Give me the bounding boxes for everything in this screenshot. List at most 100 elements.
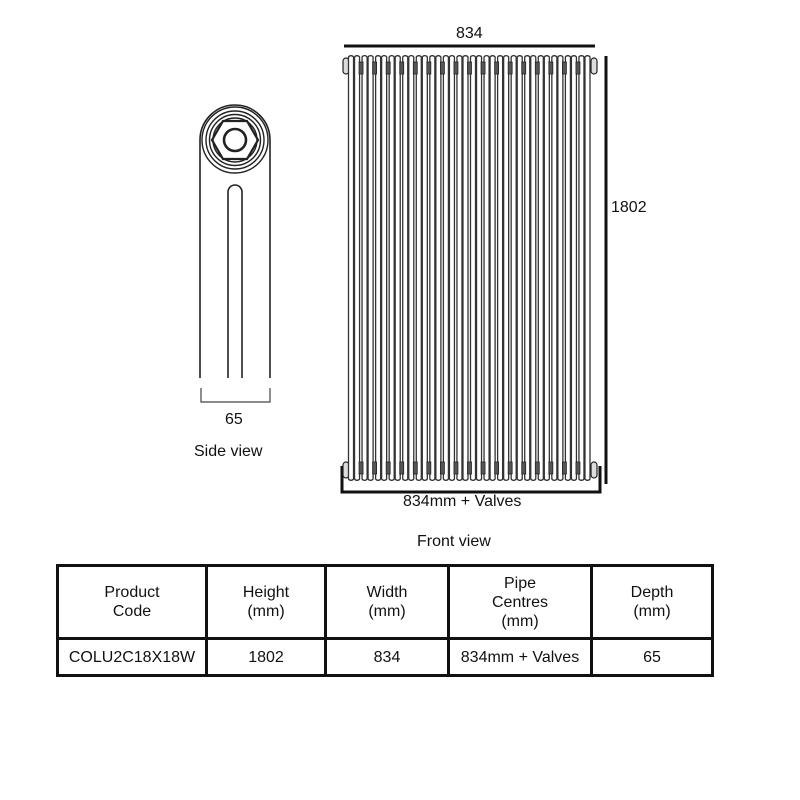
header-text: Height bbox=[242, 584, 290, 601]
header-text: Product bbox=[104, 584, 160, 601]
section-connector bbox=[575, 61, 581, 75]
section-connector bbox=[467, 461, 472, 475]
radiator-column bbox=[347, 55, 355, 481]
header-text: Centres bbox=[491, 593, 549, 611]
header-text: (mm) bbox=[247, 603, 285, 620]
radiator-column bbox=[483, 55, 490, 481]
radiator-column bbox=[570, 55, 578, 481]
spec-table: Product Code Height (mm) Width (mm) Pipe… bbox=[56, 564, 714, 677]
radiator-column bbox=[564, 55, 572, 481]
header-text: Depth bbox=[630, 584, 674, 601]
section-connector bbox=[561, 461, 567, 475]
cell-width: 834 bbox=[324, 637, 450, 677]
section-connector bbox=[575, 461, 581, 475]
section-connector bbox=[439, 461, 445, 475]
radiator-column bbox=[530, 55, 537, 481]
section-connector bbox=[561, 61, 567, 75]
section-connector bbox=[548, 461, 554, 475]
radiator-column bbox=[516, 55, 523, 481]
cell-height: 1802 bbox=[205, 637, 327, 677]
radiator-column bbox=[421, 55, 428, 481]
front-view-height-label: 1802 bbox=[611, 199, 647, 216]
section-connector bbox=[412, 61, 418, 75]
radiator-column bbox=[543, 55, 550, 481]
radiator-column bbox=[435, 55, 442, 481]
section-connector bbox=[548, 61, 554, 75]
radiator-column bbox=[448, 55, 456, 481]
radiator-column bbox=[584, 55, 591, 481]
front-view-caption: Front view bbox=[417, 533, 491, 550]
section-connector bbox=[453, 461, 459, 475]
section-connector bbox=[480, 61, 486, 75]
radiator-column bbox=[524, 55, 531, 481]
section-connector bbox=[399, 461, 405, 475]
header-text: Code bbox=[112, 603, 152, 620]
section-connector bbox=[412, 461, 418, 475]
radiator-column bbox=[353, 55, 361, 481]
radiator-column bbox=[551, 55, 558, 481]
radiator-column bbox=[557, 55, 564, 481]
section-connector bbox=[534, 461, 540, 475]
cell-product-code: COLU2C18X18W bbox=[56, 637, 208, 677]
radiator-column bbox=[380, 55, 388, 481]
header-depth: Depth (mm) bbox=[590, 564, 714, 640]
radiator-column bbox=[361, 55, 368, 481]
section-connector bbox=[521, 461, 527, 475]
table-row: COLU2C18X18W 1802 834 834mm + Valves 65 bbox=[56, 637, 714, 677]
side-view-depth-label: 65 bbox=[225, 411, 243, 428]
section-connector bbox=[507, 61, 513, 75]
radiator-column bbox=[469, 55, 477, 481]
section-connector bbox=[385, 61, 391, 75]
section-connector bbox=[439, 61, 445, 75]
radiator-column bbox=[578, 55, 585, 481]
radiator-column bbox=[367, 55, 374, 481]
section-connector bbox=[494, 61, 500, 75]
section-connector bbox=[358, 461, 364, 475]
section-connector bbox=[494, 461, 500, 475]
spec-table-header-row: Product Code Height (mm) Width (mm) Pipe… bbox=[56, 564, 714, 640]
radiator-column bbox=[408, 55, 415, 481]
header-height: Height (mm) bbox=[205, 564, 327, 640]
radiator-column bbox=[394, 55, 401, 481]
section-connector bbox=[480, 461, 486, 475]
cell-pipe-centres: 834mm + Valves bbox=[447, 637, 593, 677]
section-connector bbox=[534, 61, 540, 75]
radiator-column bbox=[388, 55, 395, 481]
section-connector bbox=[399, 61, 405, 75]
cell-depth: 65 bbox=[590, 637, 714, 677]
radiator-column bbox=[496, 55, 504, 481]
header-text: Pipe bbox=[503, 574, 537, 592]
radiator-column bbox=[415, 55, 422, 481]
header-text: (mm) bbox=[633, 603, 671, 620]
header-text: (mm) bbox=[501, 612, 539, 630]
front-view-width-label: 834 bbox=[456, 25, 483, 42]
section-connector bbox=[372, 461, 378, 475]
radiator-column bbox=[429, 55, 436, 481]
side-view-caption: Side view bbox=[194, 443, 263, 460]
side-view-drawing bbox=[199, 104, 271, 403]
radiator-column bbox=[489, 55, 496, 481]
radiator-column bbox=[475, 55, 483, 481]
section-connector bbox=[372, 61, 378, 75]
section-connector bbox=[385, 461, 391, 475]
header-text: (mm) bbox=[368, 603, 406, 620]
front-view-drawing bbox=[340, 44, 608, 494]
section-connector bbox=[507, 461, 513, 475]
header-width: Width (mm) bbox=[324, 564, 450, 640]
radiator-column bbox=[456, 55, 463, 481]
radiator-column bbox=[402, 55, 409, 481]
radiator-column bbox=[537, 55, 544, 481]
header-product-code: Product Code bbox=[56, 564, 208, 640]
section-connector bbox=[467, 61, 472, 75]
section-connector bbox=[521, 61, 527, 75]
section-connector bbox=[426, 461, 432, 475]
section-connector bbox=[358, 61, 364, 75]
section-connector bbox=[426, 61, 432, 75]
section-connector bbox=[453, 61, 459, 75]
radiator-column bbox=[510, 55, 517, 481]
header-pipe-centres: Pipe Centres (mm) bbox=[447, 564, 593, 640]
header-text: Width bbox=[366, 584, 408, 601]
radiator-column bbox=[462, 55, 469, 481]
radiator-column bbox=[442, 55, 450, 481]
